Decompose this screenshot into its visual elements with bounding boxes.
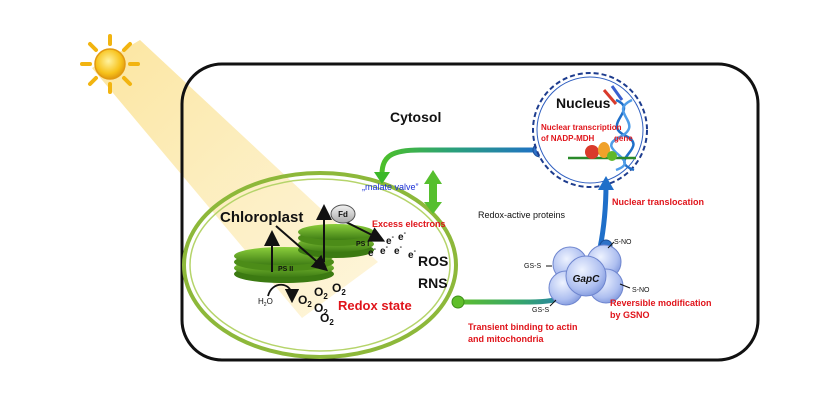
svg-text:of NADP-MDH: of NADP-MDH — [541, 134, 595, 143]
svg-text:and mitochondria: and mitochondria — [468, 334, 544, 344]
svg-text:e-: e- — [368, 246, 377, 259]
svg-text:O2: O2 — [314, 285, 328, 301]
svg-text:O2: O2 — [298, 293, 312, 309]
label-rns: RNS — [418, 275, 448, 291]
label-nuclear-translocation: Nuclear translocation — [612, 197, 704, 207]
svg-text:O2: O2 — [332, 281, 346, 297]
label-ros: ROS — [418, 253, 448, 269]
ferredoxin: Fd — [330, 204, 356, 224]
label-transient-binding: Transient binding to actin and mitochond… — [468, 322, 578, 344]
svg-text:e-: e- — [408, 248, 417, 261]
label-gapc: GapC — [573, 274, 600, 285]
svg-text:GS-S: GS-S — [532, 307, 549, 314]
svg-text:Nuclear transcription: Nuclear transcription — [541, 123, 622, 132]
electrons: e- e- e- e- e- e- — [368, 230, 417, 261]
label-ps1: PS I — [356, 241, 369, 248]
pathway-top — [379, 147, 543, 177]
dna-icon — [602, 85, 635, 172]
svg-text:O2: O2 — [320, 311, 334, 327]
svg-text:S-NO: S-NO — [614, 239, 632, 246]
malate-valve-arrows — [424, 170, 442, 214]
oxygen-molecules: O2 O2 O2 O2 O2 — [298, 281, 346, 327]
arrow-down-green — [374, 172, 390, 184]
svg-text:Fd: Fd — [338, 210, 348, 219]
svg-text:Reversible modification: Reversible modification — [610, 298, 712, 308]
svg-text:S-NO: S-NO — [632, 287, 650, 294]
svg-text:e-: e- — [380, 244, 389, 257]
svg-text:e-: e- — [398, 230, 407, 243]
sun-icon — [80, 34, 140, 94]
pathway-node-bottom-left — [451, 295, 465, 309]
chloroplast-inner-membrane — [189, 178, 451, 352]
label-chloroplast: Chloroplast — [220, 209, 303, 226]
thylakoid-stack-ps1 — [298, 224, 374, 258]
water-split-arrow — [267, 283, 300, 304]
svg-text:by GSNO: by GSNO — [610, 310, 650, 320]
label-redox-active-proteins: Redox-active proteins — [478, 210, 566, 220]
svg-text:Transient binding to actin: Transient binding to actin — [468, 322, 578, 332]
label-redox-state: Redox state — [338, 298, 412, 313]
label-reversible-modification: Reversible modification by GSNO — [610, 298, 712, 320]
label-water: H2O — [258, 297, 273, 308]
modification-labels: S-NO S-NO GS-S GS-S — [524, 239, 650, 314]
label-nucleus: Nucleus — [556, 95, 611, 111]
svg-text:O2: O2 — [314, 301, 328, 317]
svg-text:GS-S: GS-S — [524, 263, 541, 270]
protein-cluster — [548, 244, 624, 306]
chloroplast-membrane — [182, 171, 458, 359]
arrow-up-blue — [598, 176, 614, 190]
label-excess-electrons: Excess electrons — [372, 219, 446, 229]
svg-text:gene: gene — [614, 134, 633, 143]
svg-text:e-: e- — [386, 234, 395, 247]
label-nuclear-transcription: Nuclear transcription of NADP-MDH gene — [541, 123, 633, 143]
label-cytosol: Cytosol — [390, 109, 441, 125]
label-ps2: PS II — [278, 266, 293, 273]
transcription-factors — [568, 142, 636, 161]
thylakoid-stack-ps2 — [234, 247, 334, 283]
svg-text:e-: e- — [394, 244, 403, 257]
pathway-nuclear-translocation — [597, 181, 609, 251]
cell-outline — [180, 62, 760, 362]
label-malate-valve: „malate valve” — [362, 182, 419, 192]
